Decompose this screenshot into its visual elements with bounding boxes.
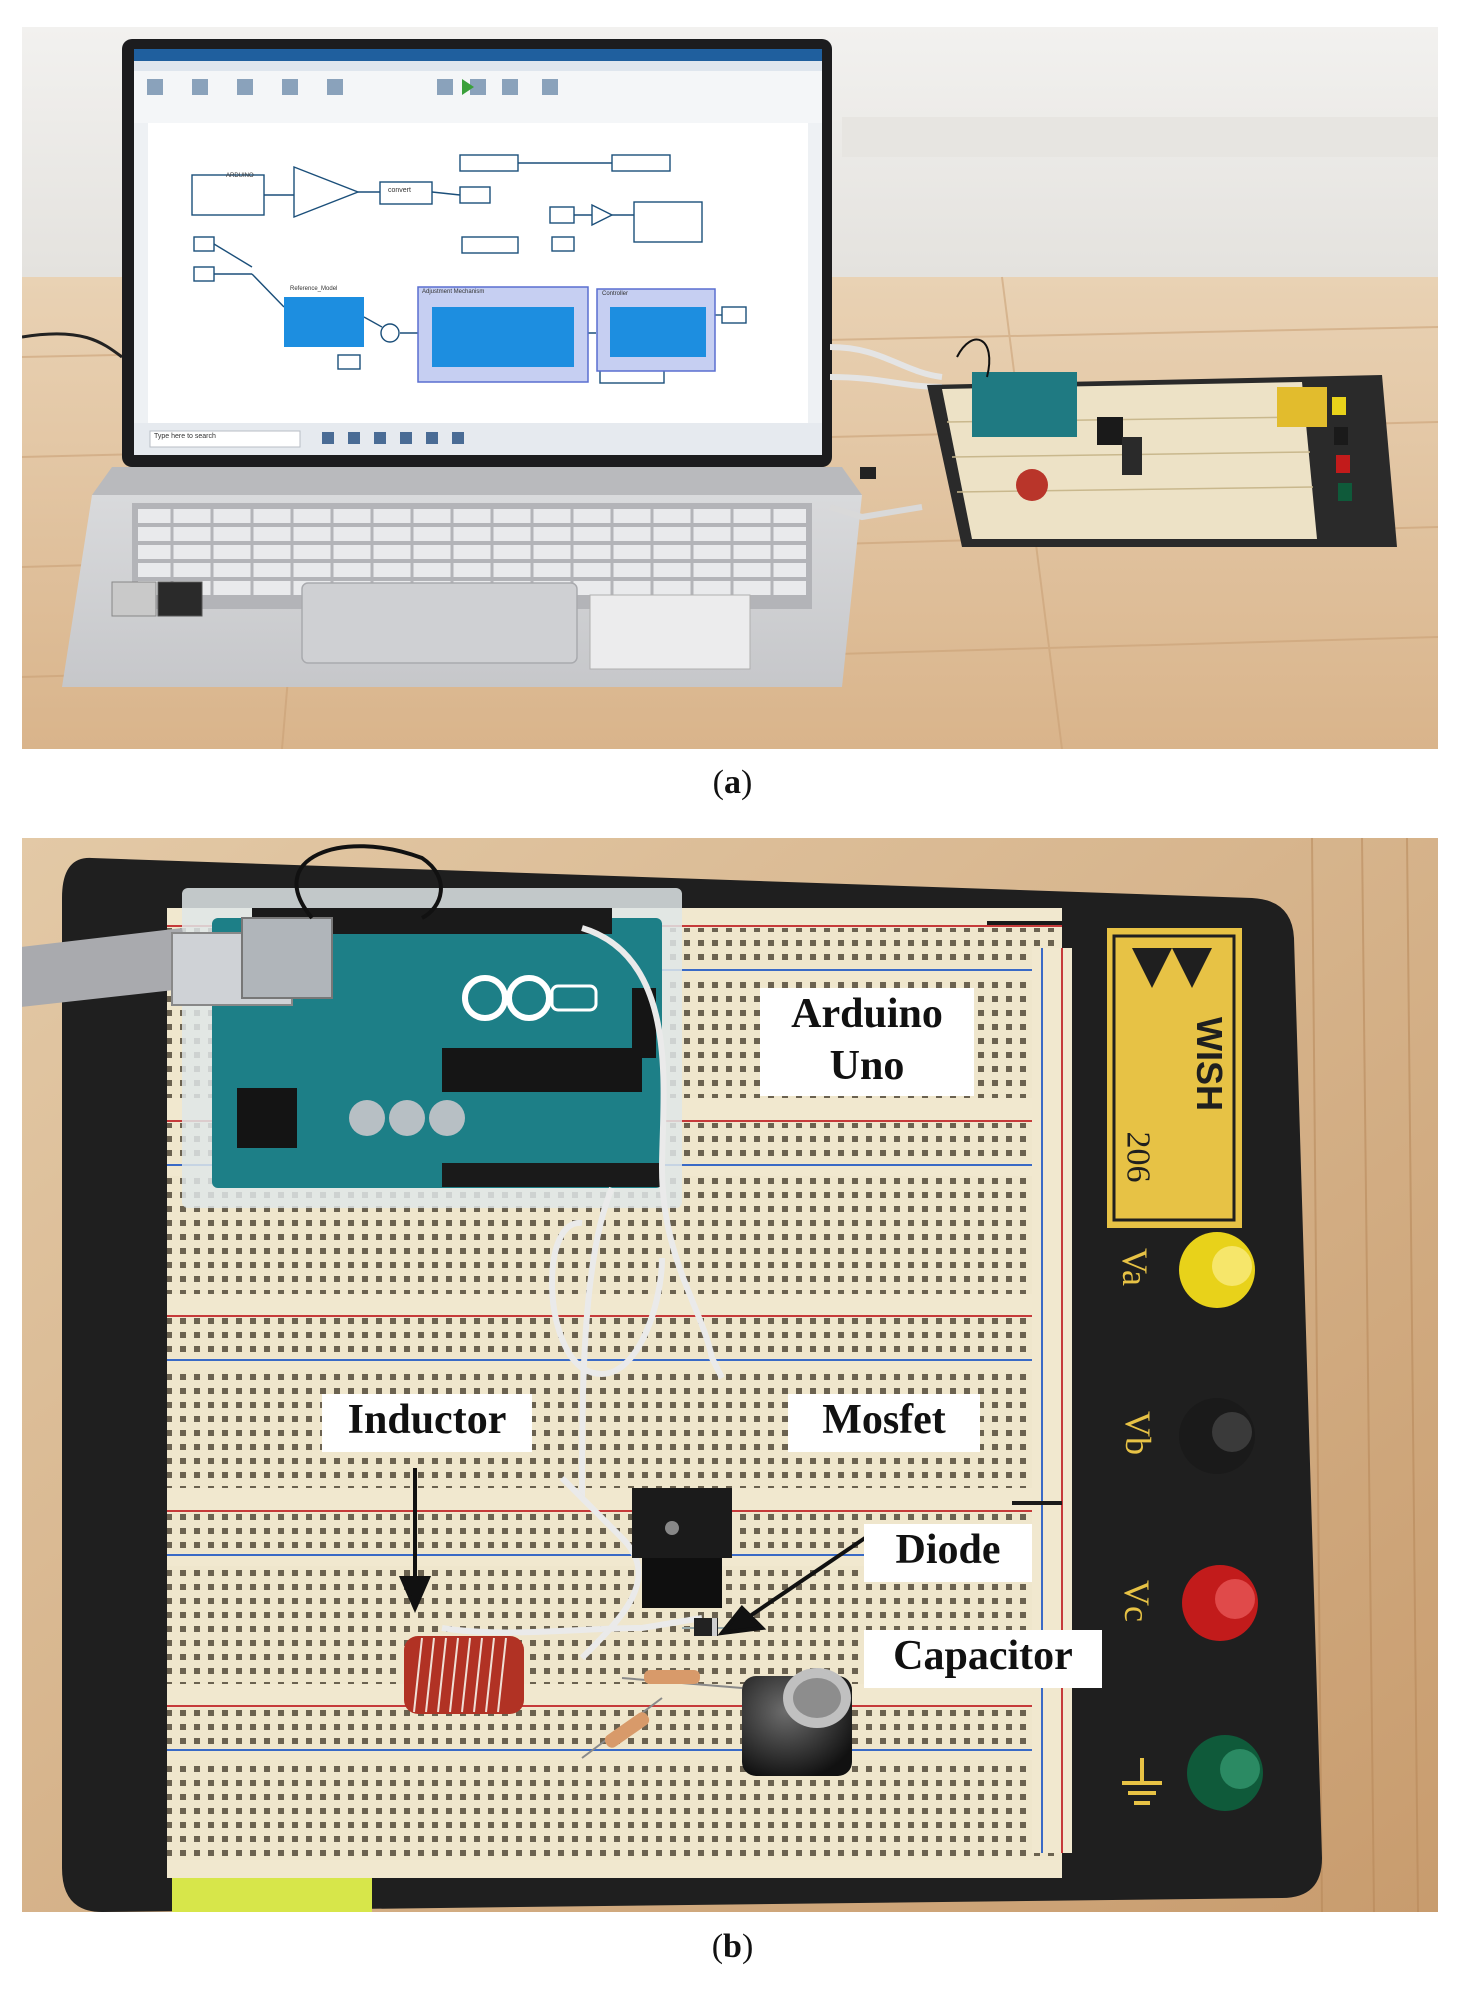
photo-panel-a: ARDUINO convert Reference_Model Adjustme… bbox=[22, 27, 1438, 749]
ground-symbol bbox=[1122, 1758, 1162, 1805]
board-brand: WISH bbox=[1189, 1017, 1230, 1111]
usb-cable bbox=[22, 917, 333, 1007]
inductor-component bbox=[404, 1636, 524, 1714]
arduino-small bbox=[972, 372, 1077, 437]
breadboard-closeup-photo bbox=[22, 838, 1438, 1912]
label-capacitor: Capacitor bbox=[864, 1630, 1102, 1688]
caption-a-letter: a bbox=[724, 764, 741, 801]
touchpad bbox=[301, 582, 578, 664]
terminal-label-vb: Vb bbox=[1118, 1411, 1158, 1455]
simulink-adjustment-mechanism-label: Adjustment Mechanism bbox=[422, 289, 485, 295]
simulink-convert-label: convert bbox=[388, 187, 411, 194]
board-number: 206 bbox=[1119, 1131, 1157, 1183]
label-mosfet: Mosfet bbox=[788, 1394, 980, 1452]
label-arrows bbox=[398, 1468, 867, 1636]
simulink-arduino-input-label: ARDUINO bbox=[226, 173, 254, 179]
terminal-label-va: Va bbox=[1115, 1248, 1155, 1286]
capacitor-component bbox=[742, 1668, 852, 1776]
caption-b: (b) bbox=[711, 1928, 754, 1965]
simulink-reference-model-label: Reference_Model bbox=[290, 286, 338, 292]
mosfet-heatsink bbox=[632, 1488, 732, 1608]
resistor-components bbox=[581, 1670, 743, 1759]
label-inductor: Inductor bbox=[322, 1394, 532, 1452]
simulink-controller-label: Controller bbox=[602, 291, 629, 297]
caption-a: (a) bbox=[712, 764, 753, 801]
taskbar-search-text: Type here to search bbox=[154, 433, 216, 440]
terminal-label-vc: Vc bbox=[1116, 1580, 1157, 1622]
label-diode: Diode bbox=[864, 1524, 1032, 1582]
label-arduino-uno: Arduino Uno bbox=[760, 988, 974, 1096]
terminal-posts bbox=[1179, 1232, 1263, 1811]
caption-b-letter: b bbox=[723, 1928, 742, 1965]
photo-panel-b: Arduino Uno Inductor Mosfet Diode Capaci… bbox=[22, 838, 1438, 1912]
wish-board-logo bbox=[1107, 928, 1242, 1228]
laptop-setup-photo bbox=[22, 27, 1438, 749]
